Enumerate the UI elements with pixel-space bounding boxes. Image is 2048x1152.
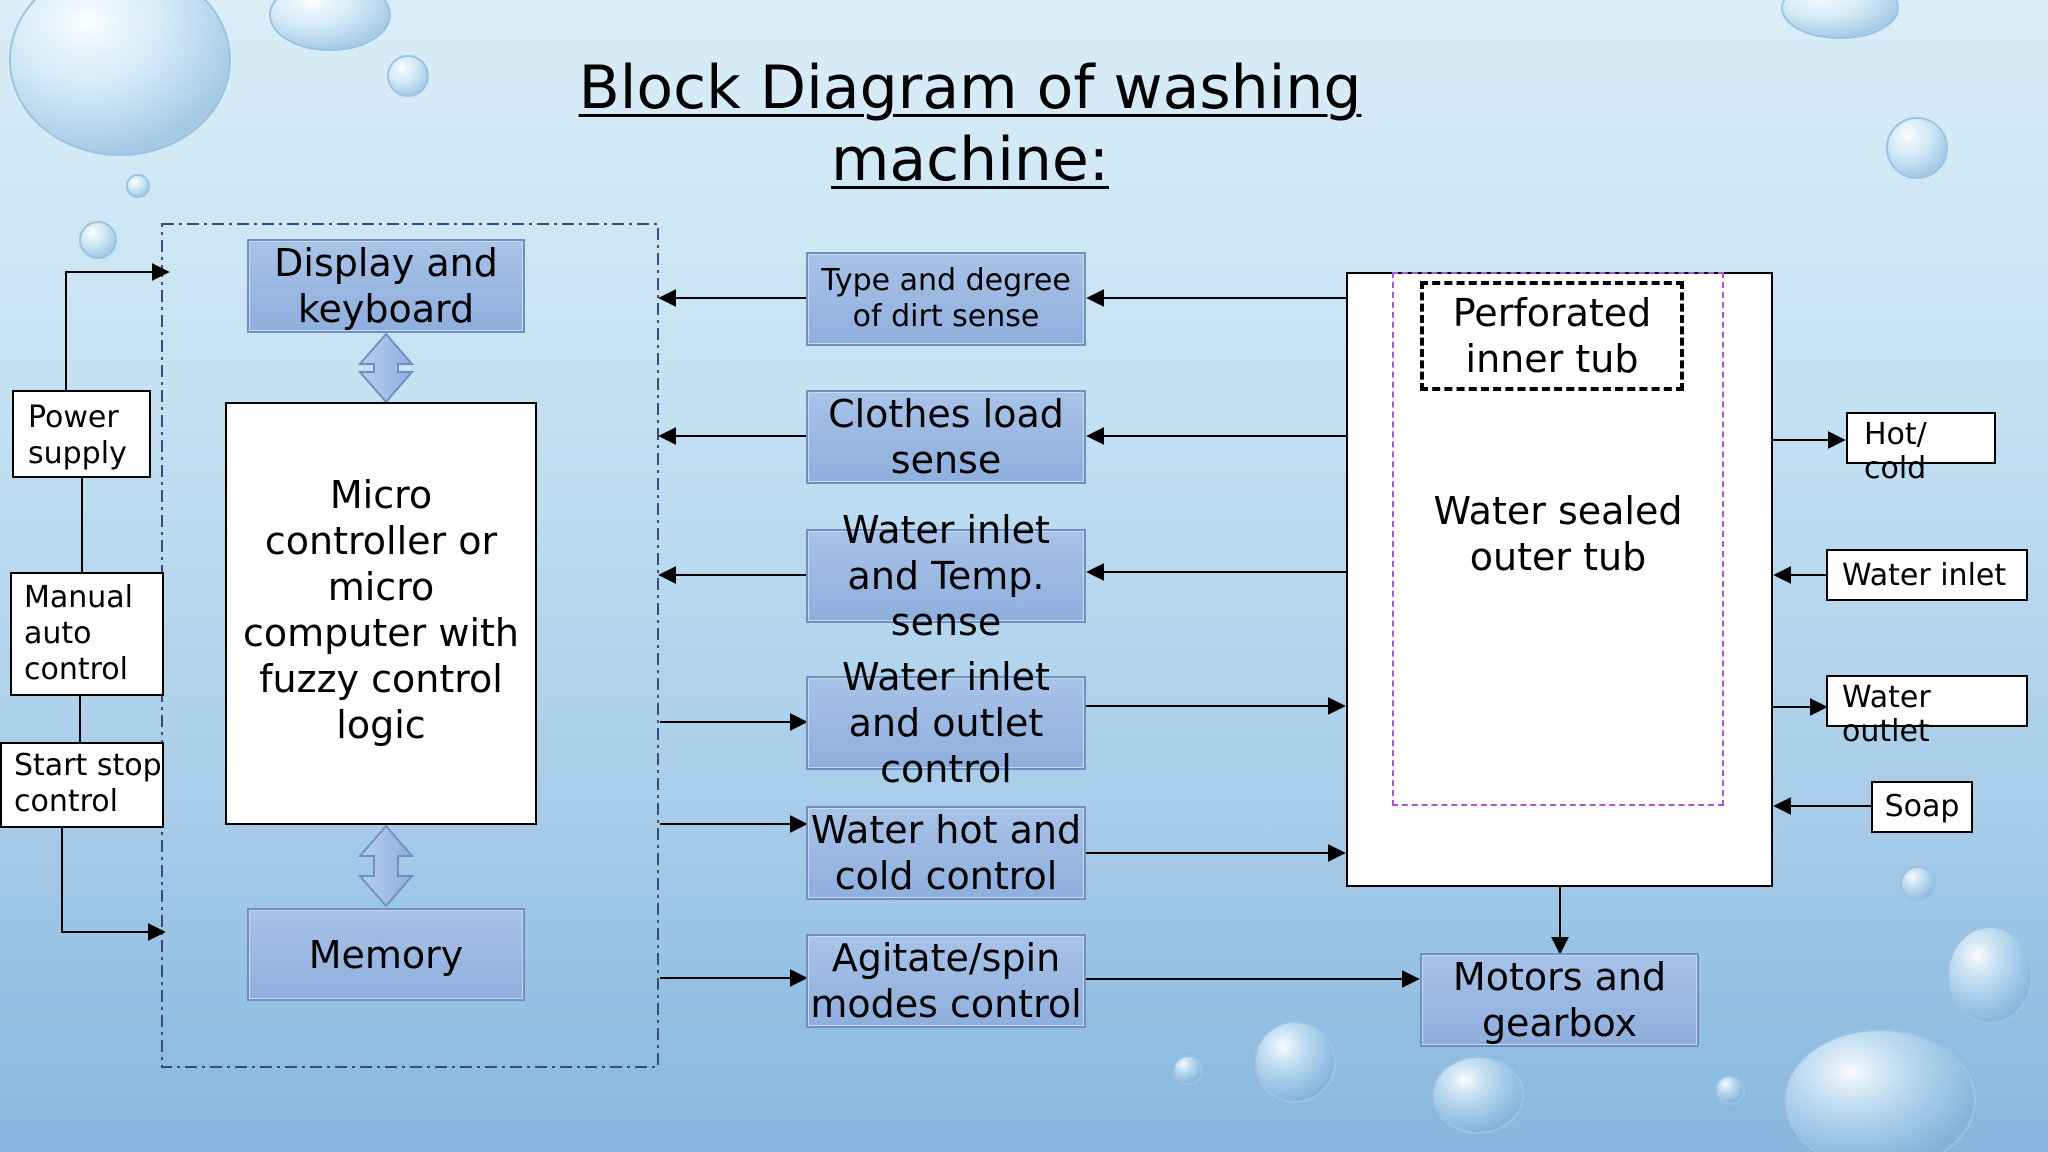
- dirt-sense-label: Type and degree of dirt sense: [821, 263, 1071, 334]
- water-outlet-label: Water outlet: [1842, 680, 1931, 749]
- water-hotcold-control-block: Water hot and cold control: [806, 806, 1086, 900]
- start-stop-control-block: Start stop control: [0, 742, 164, 828]
- water-temp-sense-block: Water inlet and Temp. sense: [806, 508, 1086, 644]
- hot-cold-block: Hot/ cold: [1846, 412, 1996, 486]
- droplet: [1254, 1021, 1336, 1103]
- memory-block: Memory: [247, 908, 525, 1001]
- water-temp-sense-label: Water inlet and Temp. sense: [842, 508, 1050, 644]
- agitate-spin-control-label: Agitate/spin modes control: [810, 936, 1082, 1026]
- start-stop-line-down: [61, 828, 166, 941]
- memory-label: Memory: [308, 932, 464, 977]
- perforated-inner-tub-label: Perforated inner tub: [1452, 291, 1652, 381]
- soap-block: Soap: [1871, 781, 1973, 833]
- water-inout-control-block: Water inlet and outlet control: [806, 655, 1086, 791]
- power-supply-block: Power supply: [12, 390, 151, 478]
- outer-tub-block: [1346, 272, 1773, 887]
- droplet: [1784, 1029, 1976, 1152]
- motors-gearbox-block: Motors and gearbox: [1420, 953, 1699, 1047]
- page-title-line-2: machine:: [830, 125, 1110, 195]
- droplet: [387, 55, 429, 97]
- display-keyboard-label: Display and keyboard: [274, 241, 498, 331]
- display-keyboard-block: Display and keyboard: [247, 239, 525, 333]
- micro-memory-double-arrow: [357, 824, 415, 908]
- microcontroller-label: Micro controller or micro computer with …: [243, 473, 519, 747]
- clothes-load-sense-block: Clothes load sense: [806, 390, 1086, 484]
- droplet: [1715, 1075, 1745, 1105]
- motors-gearbox-label: Motors and gearbox: [1452, 955, 1667, 1045]
- water-droplets-decoration: [9, 0, 2033, 1152]
- water-inout-control-label: Water inlet and outlet control: [842, 655, 1050, 791]
- microcontroller-block: Micro controller or micro computer with …: [225, 402, 537, 825]
- droplet: [79, 221, 117, 259]
- perforated-inner-tub-block: Perforated inner tub: [1420, 281, 1684, 391]
- clothes-load-sense-label: Clothes load sense: [828, 392, 1064, 482]
- water-inlet-label: Water inlet: [1842, 558, 2007, 593]
- page-title-line-1: Block Diagram of washing: [578, 53, 1362, 123]
- droplet: [9, 0, 231, 156]
- inner-tub-dashed-boundary: Water sealed outer tub: [1392, 272, 1724, 806]
- water-hotcold-control-label: Water hot and cold control: [810, 808, 1082, 898]
- soap-label: Soap: [1884, 789, 1960, 824]
- droplet: [126, 174, 150, 198]
- outer-tub-label: Water sealed outer tub: [1433, 489, 1683, 579]
- page-title: Block Diagram of washing machine:: [560, 52, 1380, 196]
- hot-cold-label: Hot/ cold: [1864, 417, 1927, 486]
- power-supply-line-up: [65, 263, 170, 390]
- droplet: [1432, 1056, 1524, 1134]
- manual-auto-control-block: Manual auto control: [10, 572, 164, 696]
- dirt-sense-block: Type and degree of dirt sense: [806, 252, 1086, 346]
- agitate-spin-control-block: Agitate/spin modes control: [806, 934, 1086, 1028]
- start-stop-control-label: Start stop control: [14, 748, 162, 819]
- droplet: [1781, 0, 1899, 39]
- droplet: [1900, 866, 1936, 902]
- display-micro-double-arrow: [357, 332, 415, 404]
- droplet: [1886, 117, 1948, 179]
- water-outlet-block: Water outlet: [1826, 675, 2028, 749]
- droplet: [1173, 1055, 1203, 1085]
- droplet: [1947, 926, 2033, 1024]
- water-inlet-block: Water inlet: [1826, 549, 2028, 601]
- power-supply-label: Power supply: [28, 400, 127, 471]
- droplet: [269, 0, 391, 51]
- manual-auto-control-label: Manual auto control: [24, 580, 134, 687]
